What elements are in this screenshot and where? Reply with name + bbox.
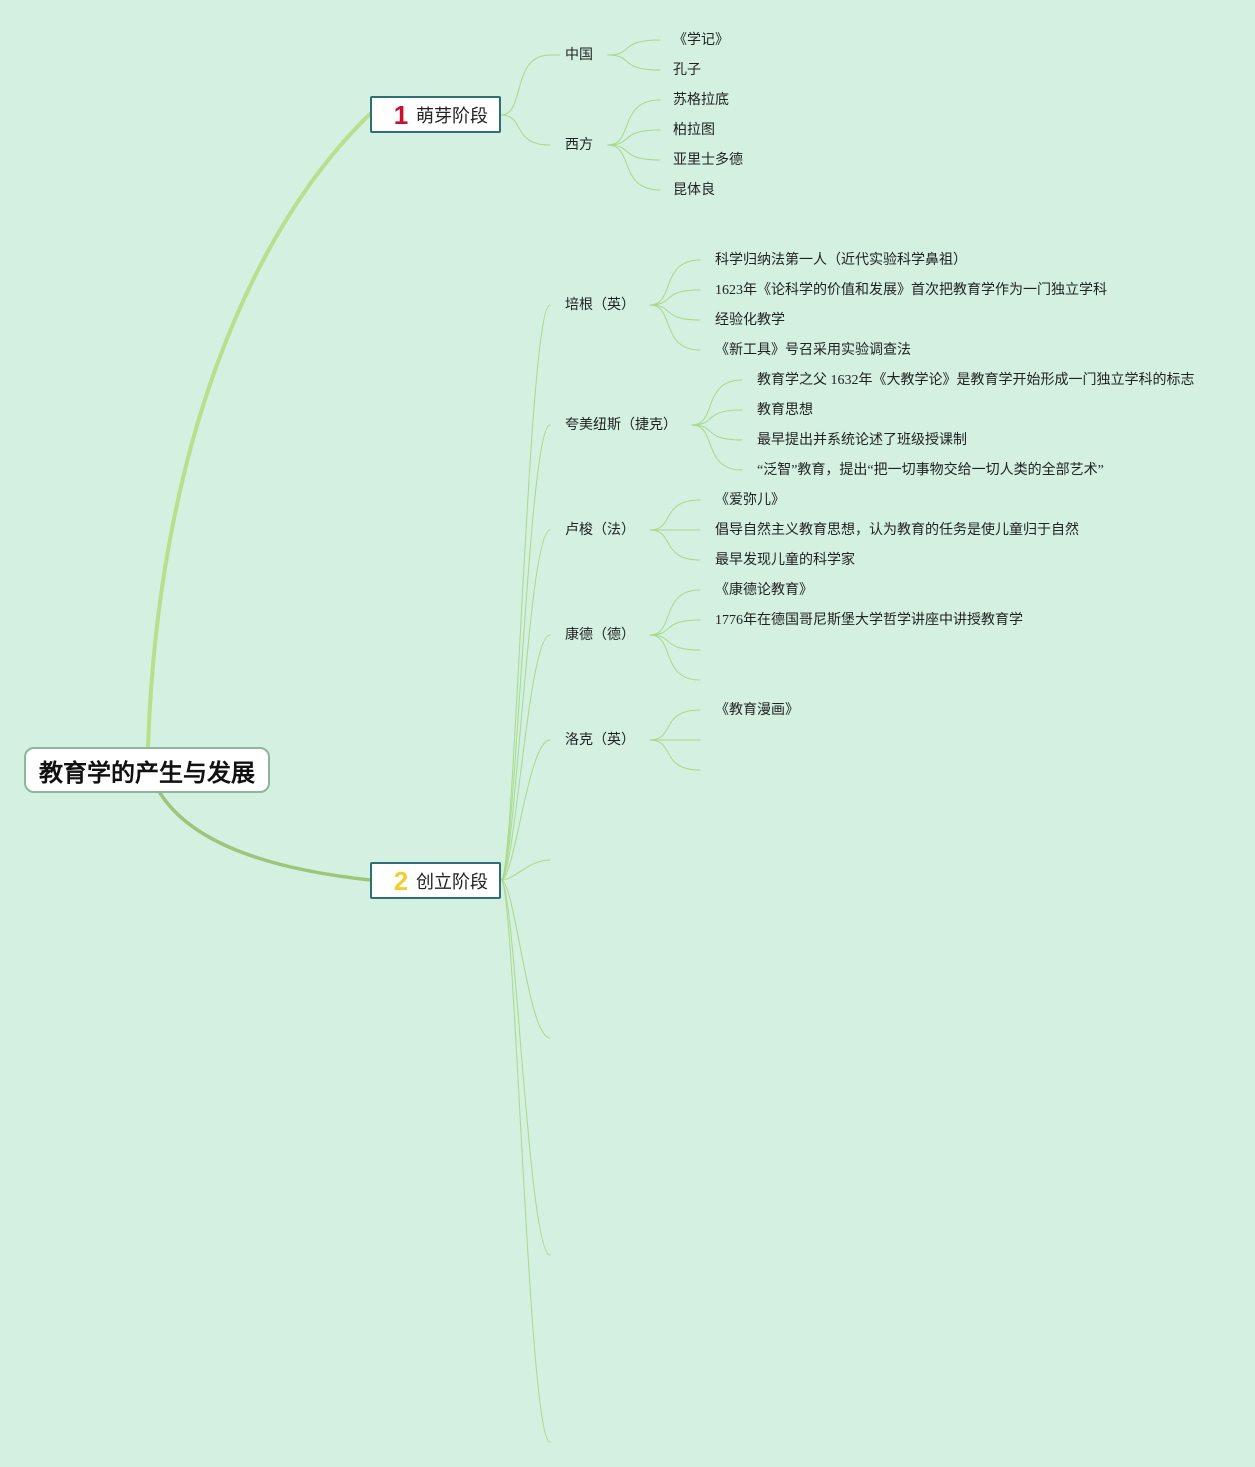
kant-edge-2: [649, 634, 701, 651]
leaf-locke-1[interactable]: 《教育漫画》: [715, 703, 799, 718]
china-edge-0: [607, 39, 661, 56]
leaf-bacon-2[interactable]: 1623年《论科学的价值和发展》首次把教育学作为一门独立学科: [715, 283, 1107, 298]
bacon-edge-2: [649, 304, 701, 321]
locke-edge-0: [649, 709, 701, 741]
stage2-edge-3: [500, 634, 551, 881]
topic-bacon[interactable]: 培根（英）: [565, 298, 635, 313]
stage2-edge-8: [500, 879, 551, 1443]
leaf-rousseau-1[interactable]: 《爱弥儿》: [715, 493, 785, 508]
stage2-edge-6: [500, 879, 551, 1039]
leaf-kant-1[interactable]: 《康德论教育》: [715, 583, 813, 598]
leaf-comenius-4[interactable]: “泛智”教育，提出“把一切事物交给一切人类的全部艺术”: [757, 463, 1104, 478]
bacon-edge-1: [649, 289, 701, 306]
west-edge-0: [607, 99, 661, 146]
topic-locke[interactable]: 洛克（英）: [565, 733, 635, 748]
kant-edge-3: [649, 634, 701, 681]
leaf-aristotle[interactable]: 亚里士多德: [673, 153, 743, 168]
leaf-plato[interactable]: 柏拉图: [673, 123, 715, 138]
china-edge-1: [607, 54, 661, 71]
number-2-icon: 2: [393, 865, 409, 896]
bacon-edge-0: [649, 259, 701, 306]
leaf-comenius-1[interactable]: 教育学之父 1632年《大教学论》是教育学开始形成一门独立学科的标志: [757, 373, 1195, 388]
kant-edge-0: [649, 589, 701, 636]
stage2-edge-1: [500, 424, 551, 881]
topic-west[interactable]: 西方: [565, 138, 593, 153]
kant-edge-1: [649, 619, 701, 636]
stage2-edge-0: [500, 304, 551, 881]
topic-kant[interactable]: 康德（德）: [565, 628, 635, 643]
bacon-edge-3: [649, 304, 701, 351]
rousseau-edge-0: [649, 499, 701, 531]
stage-1-label: 萌芽阶段: [416, 105, 488, 126]
stage1-edge-1: [500, 114, 551, 146]
leaf-rousseau-3[interactable]: 最早发现儿童的科学家: [715, 553, 855, 568]
central-topic[interactable]: 教育学的产生与发展: [24, 747, 270, 793]
stage1-edge-0: [500, 54, 551, 116]
topic-china[interactable]: 中国: [565, 48, 593, 63]
leaf-bacon-1[interactable]: 科学归纳法第一人（近代实验科学鼻祖）: [715, 253, 967, 268]
number-1-icon: 1: [393, 99, 409, 130]
topic-rousseau[interactable]: 卢梭（法）: [565, 523, 635, 538]
leaf-rousseau-2[interactable]: 倡导自然主义教育思想，认为教育的任务是使儿童归于自然: [715, 523, 1079, 538]
leaf-confucius[interactable]: 孔子: [673, 63, 701, 78]
stage-2-node[interactable]: 2 创立阶段: [370, 862, 501, 899]
leaf-kant-2[interactable]: 1776年在德国哥尼斯堡大学哲学讲座中讲授教育学: [715, 613, 1023, 628]
leaf-comenius-3[interactable]: 最早提出并系统论述了班级授课制: [757, 433, 967, 448]
leaf-bacon-3[interactable]: 经验化教学: [715, 313, 785, 328]
comenius-edge-0: [691, 379, 743, 426]
stage2-edge-7: [500, 879, 551, 1256]
main-branch-stage-1: [146, 112, 372, 749]
comenius-edge-2: [691, 424, 743, 441]
stage-2-label: 创立阶段: [416, 871, 488, 892]
stage2-edge-5: [500, 859, 551, 881]
leaf-xueji[interactable]: 《学记》: [673, 33, 729, 48]
rousseau-edge-2: [649, 529, 701, 561]
stage2-edge-4: [500, 739, 551, 881]
leaf-quintilian[interactable]: 昆体良: [673, 183, 715, 198]
topic-comenius[interactable]: 夸美纽斯（捷克）: [565, 418, 677, 433]
west-edge-1: [607, 129, 661, 146]
leaf-comenius-2[interactable]: 教育思想: [757, 403, 813, 418]
leaf-bacon-4[interactable]: 《新工具》号召采用实验调查法: [715, 343, 911, 358]
main-branch-stage-2: [158, 791, 372, 882]
west-edge-3: [607, 144, 661, 191]
stage2-edge-2: [500, 529, 551, 881]
west-edge-2: [607, 144, 661, 161]
leaf-socrates[interactable]: 苏格拉底: [673, 93, 729, 108]
stage-1-node[interactable]: 1 萌芽阶段: [370, 96, 501, 133]
comenius-edge-3: [691, 424, 743, 471]
comenius-edge-1: [691, 409, 743, 426]
locke-edge-2: [649, 739, 701, 771]
